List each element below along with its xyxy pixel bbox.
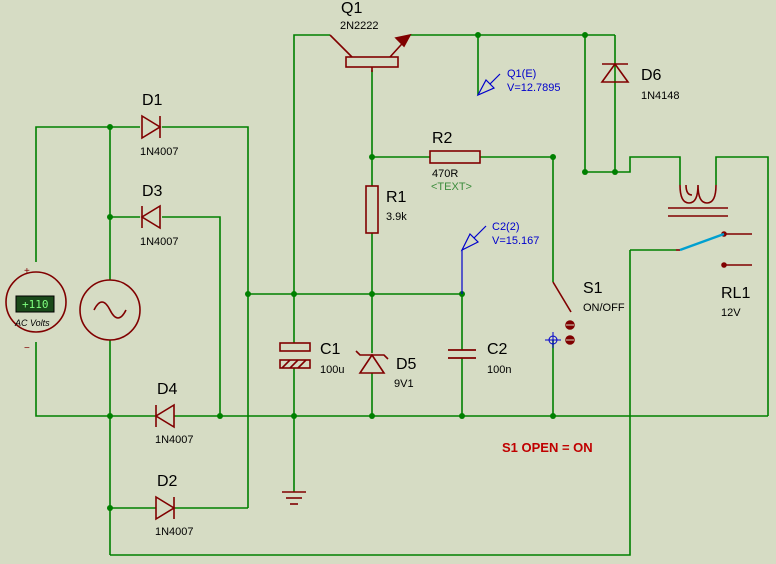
relay-rl1[interactable] — [668, 184, 752, 268]
d1-ref: D1 — [142, 92, 163, 109]
probe-c2-name: C2(2) — [492, 221, 520, 233]
diode-d2[interactable] — [155, 495, 176, 521]
probe-q1e-value: V=12.7895 — [507, 82, 561, 94]
r2-value: 470R — [432, 168, 459, 180]
s1-value: ON/OFF — [583, 302, 625, 314]
capacitor-c1[interactable] — [279, 342, 311, 369]
probe-c2[interactable] — [460, 225, 487, 294]
probe-q1e[interactable] — [476, 73, 501, 97]
rl1-ref: RL1 — [721, 285, 751, 302]
d2-value: 1N4007 — [155, 526, 194, 538]
q1-value: 2N2222 — [340, 20, 379, 32]
d3-ref: D3 — [142, 183, 163, 200]
c1-ref: C1 — [320, 341, 341, 358]
probe-c2-value: V=15.167 — [492, 235, 540, 247]
d6-ref: D6 — [641, 67, 662, 84]
rl1-value: 12V — [721, 307, 741, 319]
ac-source[interactable] — [79, 279, 141, 341]
d4-ref: D4 — [157, 381, 178, 398]
wires — [35, 34, 769, 556]
diode-d4[interactable] — [154, 403, 175, 429]
c2-ref: C2 — [487, 341, 508, 358]
c1-value: 100u — [320, 364, 345, 376]
r1-value: 3.9k — [386, 211, 407, 223]
r1-ref: R1 — [386, 189, 407, 206]
meter-reading: +110 — [22, 298, 49, 311]
resistor-r1[interactable] — [365, 185, 379, 234]
s1-ref: S1 — [583, 280, 603, 297]
d1-value: 1N4007 — [140, 146, 179, 158]
ac-voltmeter[interactable] — [5, 271, 67, 333]
d2-ref: D2 — [157, 473, 178, 490]
meter-caption: AC Volts — [15, 318, 50, 328]
r2-ref: R2 — [432, 130, 453, 147]
d4-value: 1N4007 — [155, 434, 194, 446]
d5-ref: D5 — [396, 356, 417, 373]
d3-value: 1N4007 — [140, 236, 179, 248]
zener-d5[interactable] — [355, 350, 389, 374]
diode-d3[interactable] — [140, 204, 161, 230]
d5-value: 9V1 — [394, 378, 414, 390]
switch-note: S1 OPEN = ON — [502, 440, 593, 455]
q1-ref: Q1 — [341, 0, 363, 17]
d6-value: 1N4148 — [641, 90, 680, 102]
r2-text-placeholder: <TEXT> — [431, 181, 472, 193]
resistor-r2[interactable] — [429, 150, 481, 164]
transistor-q1[interactable] — [329, 33, 412, 72]
diode-d1[interactable] — [141, 114, 162, 140]
meter-plus: + — [24, 266, 30, 277]
diode-d6[interactable] — [600, 62, 630, 83]
probe-q1e-name: Q1(E) — [507, 68, 537, 80]
c2-value: 100n — [487, 364, 512, 376]
capacitor-c2[interactable] — [448, 349, 476, 359]
meter-minus: − — [24, 343, 30, 354]
ground-symbol — [282, 491, 306, 505]
junctions — [107, 32, 618, 511]
switch-s1[interactable] — [545, 281, 575, 348]
